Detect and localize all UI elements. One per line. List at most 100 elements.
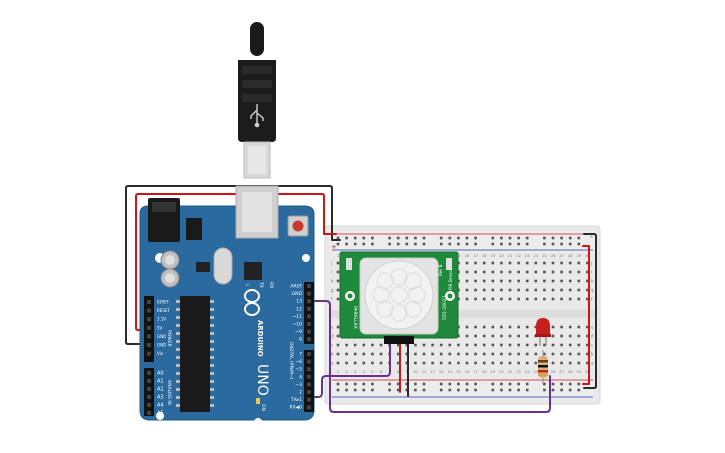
- breadboard-hole[interactable]: [534, 279, 538, 283]
- rail-hole[interactable]: [422, 236, 426, 240]
- breadboard-hole[interactable]: [551, 343, 555, 347]
- breadboard-hole[interactable]: [482, 334, 486, 338]
- header-pin[interactable]: [307, 359, 311, 364]
- breadboard-hole[interactable]: [517, 261, 520, 265]
- header-pin[interactable]: [307, 306, 311, 311]
- rail-hole[interactable]: [508, 388, 512, 392]
- rail-hole[interactable]: [474, 242, 477, 246]
- breadboard-hole[interactable]: [474, 288, 477, 292]
- rail-hole[interactable]: [465, 236, 469, 240]
- breadboard-hole[interactable]: [396, 352, 400, 356]
- breadboard-hole[interactable]: [560, 325, 563, 329]
- breadboard-hole[interactable]: [353, 361, 357, 365]
- rail-hole[interactable]: [525, 388, 529, 392]
- breadboard-hole[interactable]: [560, 343, 563, 347]
- breadboard-hole[interactable]: [543, 288, 546, 292]
- breadboard-hole[interactable]: [422, 361, 426, 365]
- breadboard-hole[interactable]: [551, 352, 555, 356]
- breadboard-hole[interactable]: [336, 261, 340, 265]
- breadboard-hole[interactable]: [345, 361, 348, 365]
- breadboard-hole[interactable]: [560, 261, 563, 265]
- breadboard-hole[interactable]: [500, 297, 503, 301]
- rail-hole[interactable]: [508, 242, 512, 246]
- rail-hole[interactable]: [388, 236, 391, 240]
- breadboard-hole[interactable]: [534, 288, 538, 292]
- breadboard-hole[interactable]: [543, 261, 546, 265]
- rail-hole[interactable]: [396, 388, 400, 392]
- rail-hole[interactable]: [560, 236, 563, 240]
- rail-hole[interactable]: [551, 236, 555, 240]
- rail-hole[interactable]: [525, 382, 529, 386]
- breadboard-hole[interactable]: [491, 288, 495, 292]
- breadboard-hole[interactable]: [525, 270, 529, 274]
- breadboard-hole[interactable]: [568, 297, 572, 301]
- rail-hole[interactable]: [371, 236, 374, 240]
- breadboard-hole[interactable]: [336, 352, 340, 356]
- breadboard-hole[interactable]: [517, 343, 520, 347]
- breadboard-hole[interactable]: [500, 334, 503, 338]
- breadboard-hole[interactable]: [568, 261, 572, 265]
- breadboard-hole[interactable]: [362, 361, 366, 365]
- breadboard-hole[interactable]: [577, 279, 581, 283]
- breadboard-hole[interactable]: [508, 325, 512, 329]
- breadboard-hole[interactable]: [491, 279, 495, 283]
- breadboard-hole[interactable]: [517, 288, 520, 292]
- rail-hole[interactable]: [353, 236, 357, 240]
- rail-hole[interactable]: [414, 388, 417, 392]
- header-pin[interactable]: [147, 403, 151, 407]
- rail-hole[interactable]: [568, 236, 572, 240]
- rail-hole[interactable]: [491, 388, 495, 392]
- breadboard-hole[interactable]: [500, 288, 503, 292]
- rail-hole[interactable]: [422, 388, 426, 392]
- breadboard-hole[interactable]: [577, 325, 581, 329]
- breadboard-hole[interactable]: [525, 343, 529, 347]
- rail-hole[interactable]: [500, 382, 503, 386]
- breadboard-hole[interactable]: [577, 261, 581, 265]
- breadboard-hole[interactable]: [431, 352, 434, 356]
- breadboard-hole[interactable]: [336, 334, 340, 338]
- rail-hole[interactable]: [560, 382, 563, 386]
- breadboard-hole[interactable]: [448, 343, 452, 347]
- rail-hole[interactable]: [439, 242, 443, 246]
- rail-hole[interactable]: [465, 242, 469, 246]
- breadboard-hole[interactable]: [560, 279, 563, 283]
- rail-hole[interactable]: [543, 382, 546, 386]
- rail-hole[interactable]: [396, 382, 400, 386]
- breadboard-hole[interactable]: [586, 261, 589, 265]
- breadboard-hole[interactable]: [517, 361, 520, 365]
- breadboard-hole[interactable]: [508, 297, 512, 301]
- breadboard-hole[interactable]: [568, 279, 572, 283]
- breadboard-hole[interactable]: [414, 361, 417, 365]
- breadboard-hole[interactable]: [371, 343, 374, 347]
- breadboard-hole[interactable]: [586, 288, 589, 292]
- rail-hole[interactable]: [457, 242, 460, 246]
- breadboard-hole[interactable]: [517, 334, 520, 338]
- breadboard-hole[interactable]: [491, 343, 495, 347]
- breadboard-hole[interactable]: [422, 343, 426, 347]
- breadboard-hole[interactable]: [534, 361, 538, 365]
- breadboard-hole[interactable]: [465, 325, 469, 329]
- breadboard-hole[interactable]: [551, 297, 555, 301]
- header-pin[interactable]: [147, 334, 151, 339]
- rail-hole[interactable]: [388, 242, 391, 246]
- breadboard-hole[interactable]: [500, 361, 503, 365]
- breadboard-hole[interactable]: [379, 361, 383, 365]
- breadboard-hole[interactable]: [508, 361, 512, 365]
- breadboard-hole[interactable]: [482, 352, 486, 356]
- rail-hole[interactable]: [405, 236, 409, 240]
- rail-hole[interactable]: [517, 236, 520, 240]
- breadboard-hole[interactable]: [551, 270, 555, 274]
- rail-hole[interactable]: [362, 236, 366, 240]
- rail-hole[interactable]: [371, 382, 374, 386]
- breadboard-hole[interactable]: [465, 343, 469, 347]
- breadboard-hole[interactable]: [568, 270, 572, 274]
- breadboard-hole[interactable]: [482, 270, 486, 274]
- breadboard-hole[interactable]: [371, 361, 374, 365]
- breadboard-hole[interactable]: [543, 343, 546, 347]
- rail-hole[interactable]: [491, 236, 495, 240]
- header-pin[interactable]: [147, 343, 151, 347]
- breadboard-hole[interactable]: [534, 297, 538, 301]
- breadboard-hole[interactable]: [534, 352, 538, 356]
- rail-hole[interactable]: [422, 242, 426, 246]
- breadboard-hole[interactable]: [586, 325, 589, 329]
